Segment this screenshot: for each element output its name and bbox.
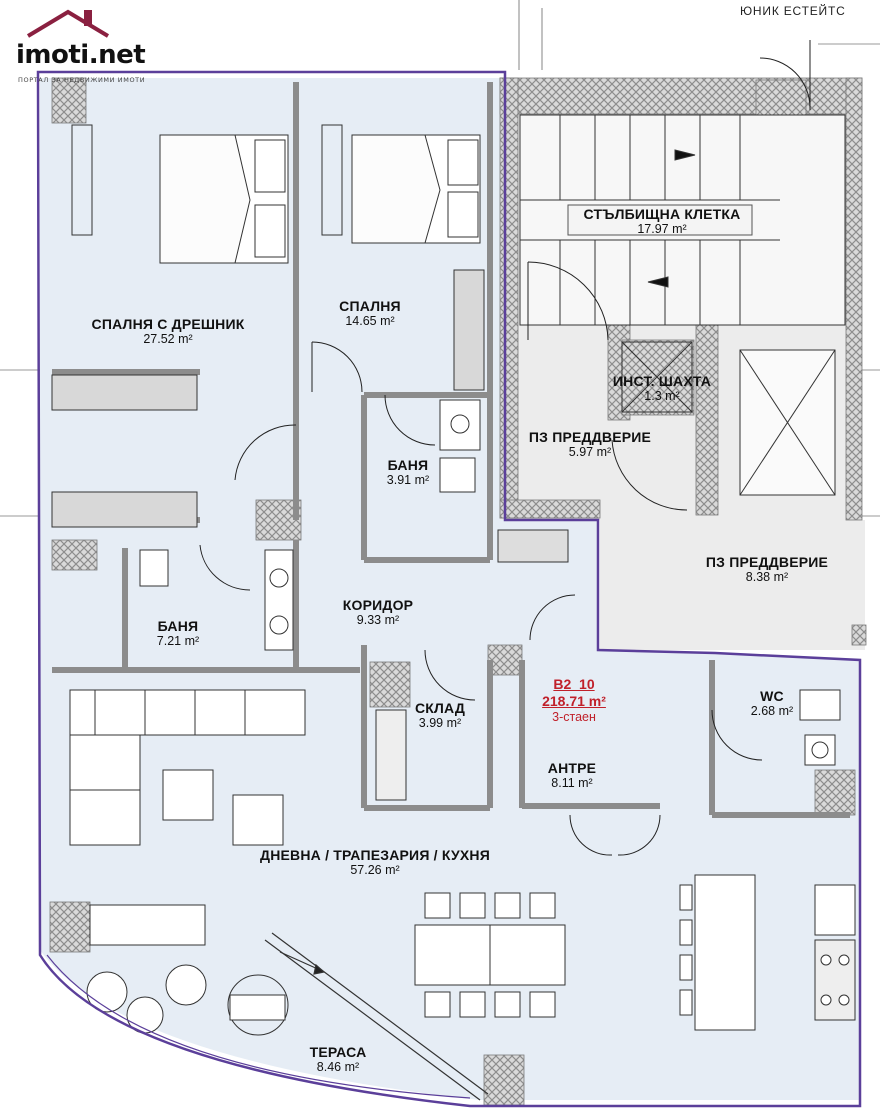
walls	[49, 77, 867, 1106]
room-label-master-bedroom: СПАЛНЯ С ДРЕШНИК 27.52 m²	[92, 316, 245, 346]
room-label-bedroom: СПАЛНЯ 14.65 m²	[339, 298, 401, 328]
room-area: 3.99 m²	[418, 716, 462, 731]
room-name: ПЗ ПРЕДДВЕРИЕ	[528, 429, 652, 445]
furniture-living	[69, 689, 306, 946]
room-label-entrance: АНТРЕ 8.11 m²	[548, 760, 596, 790]
room-area: 7.21 m²	[156, 634, 200, 649]
furniture-dining	[414, 874, 856, 1031]
room-name: БАНЯ	[157, 618, 199, 634]
room-label-bath-large: БАНЯ 7.21 m²	[157, 618, 199, 648]
room-name: СКЛАД	[414, 700, 466, 716]
room-area: 8.38 m²	[745, 570, 789, 585]
unit-info: B2_10 218.71 m² 3-стаен	[542, 676, 606, 725]
room-area: 5.97 m²	[568, 445, 612, 460]
terrace-glazing	[264, 932, 489, 1101]
room-label-wc: WC 2.68 m²	[751, 688, 793, 718]
room-label-terrace: ТЕРАСА 8.46 m²	[310, 1044, 367, 1074]
room-area: 14.65 m²	[345, 314, 395, 329]
apartment-outline-inner	[46, 954, 471, 1099]
builder-name: ЮНИК ЕСТЕЙТС	[740, 4, 846, 18]
furniture-beds	[159, 134, 481, 264]
room-name: СПАЛНЯ	[339, 298, 401, 314]
room-label-lobby-small: ПЗ ПРЕДДВЕРИЕ 5.97 m²	[529, 429, 651, 459]
logo: imoti.net ПОРТАЛ ЗА НЕДВИЖИМИ ИМОТИ	[8, 6, 168, 84]
furniture-wardrobes	[51, 124, 569, 563]
room-area: 27.52 m²	[143, 332, 193, 347]
room-label-living: ДНЕВНА / ТРАПЕЗАРИЯ / КУХНЯ 57.26 m²	[260, 847, 490, 877]
logo-name: imoti.net	[16, 40, 146, 70]
unit-area: 218.71 m²	[542, 692, 606, 709]
room-label-lobby-large: ПЗ ПРЕДДВЕРИЕ 8.38 m²	[706, 554, 828, 584]
room-name: СПАЛНЯ С ДРЕШНИК	[91, 316, 245, 332]
room-label-staircase: СТЪЛБИЩНА КЛЕТКА 17.97 m²	[584, 206, 741, 236]
room-label-bath-small: БАНЯ 3.91 m²	[387, 457, 429, 487]
logo-tagline: ПОРТАЛ ЗА НЕДВИЖИМИ ИМОТИ	[18, 76, 146, 84]
room-area: 8.46 m²	[316, 1060, 360, 1075]
apartment-outline	[36, 70, 862, 1108]
room-area: 3.91 m²	[386, 473, 430, 488]
room-area: 1.3 m²	[644, 389, 680, 404]
room-name: ДНЕВНА / ТРАПЕЗАРИЯ / КУХНЯ	[260, 847, 490, 863]
room-area: 2.68 m²	[750, 704, 794, 719]
room-area: 17.97 m²	[637, 222, 687, 237]
room-area: 8.11 m²	[551, 776, 593, 791]
room-name: ИНСТ. ШАХТА	[612, 373, 712, 389]
room-name: СТЪЛБИЩНА КЛЕТКА	[583, 206, 741, 222]
elevator	[621, 341, 836, 496]
stairs	[519, 114, 846, 326]
room-name: КОРИДОР	[342, 597, 414, 613]
room-name: ТЕРАСА	[309, 1044, 367, 1060]
room-label-shaft: ИНСТ. ШАХТА 1.3 m²	[613, 373, 711, 403]
room-area: 57.26 m²	[350, 863, 400, 878]
logo-roof-icon	[26, 9, 110, 38]
room-name: АНТРЕ	[547, 760, 597, 776]
room-label-storage: СКЛАД 3.99 m²	[415, 700, 465, 730]
room-label-corridor: КОРИДОР 9.33 m²	[343, 597, 413, 627]
furniture-bathroom	[139, 399, 841, 801]
room-area: 9.33 m²	[356, 613, 400, 628]
room-name: БАНЯ	[387, 457, 429, 473]
unit-rooms: 3-стаен	[552, 709, 596, 724]
room-name: ПЗ ПРЕДДВЕРИЕ	[705, 554, 829, 570]
unit-id: B2_10	[553, 676, 595, 692]
room-name: WC	[760, 688, 784, 704]
door-swings	[199, 40, 811, 856]
